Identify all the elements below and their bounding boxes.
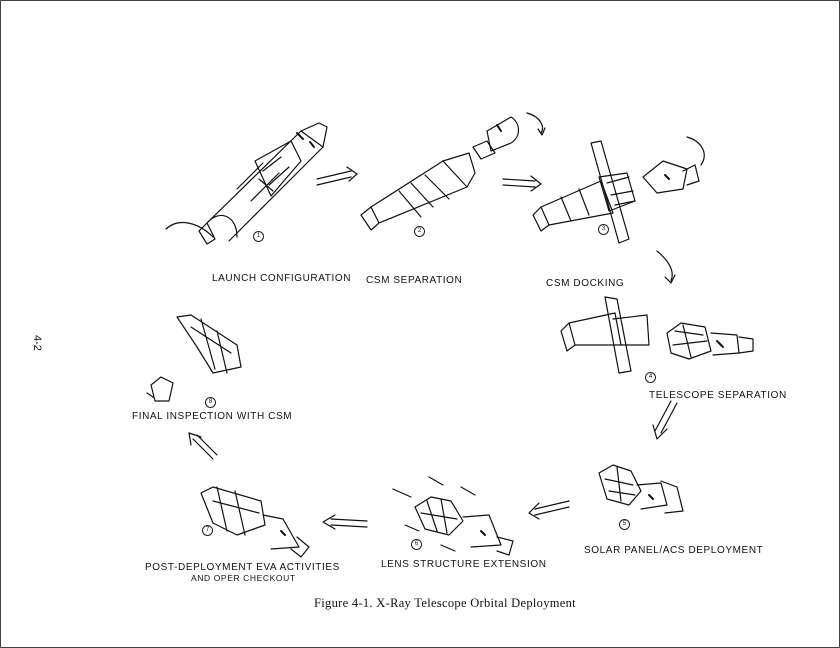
- step-label-lens-structure-extension: LENS STRUCTURE EXTENSION: [381, 559, 547, 570]
- step-number: 4: [645, 372, 656, 383]
- step-number: 1: [253, 231, 264, 242]
- launch-configuration-drawing: [166, 123, 327, 244]
- final-inspection-drawing: [147, 315, 241, 401]
- step-label-launch-configuration: LAUNCH CONFIGURATION: [212, 273, 351, 284]
- step-number: 7: [202, 525, 213, 536]
- page-number: 4-2: [31, 335, 43, 351]
- step-label-oper-checkout: AND OPER CHECKOUT: [191, 573, 296, 583]
- figure-caption: Figure 4-1. X-Ray Telescope Orbital Depl…: [314, 596, 576, 611]
- telescope-separation-drawing: [561, 297, 753, 373]
- step-label-solar-panel-deployment: SOLAR PANEL/ACS DEPLOYMENT: [584, 545, 763, 556]
- step-label-telescope-separation: TELESCOPE SEPARATION: [649, 390, 787, 401]
- solar-panel-deployment-drawing: [599, 465, 683, 513]
- step-number: 5: [619, 519, 630, 530]
- step-label-final-inspection: FINAL INSPECTION WITH CSM: [132, 411, 292, 422]
- step-number: 2: [414, 226, 425, 237]
- step-label-csm-separation: CSM SEPARATION: [366, 275, 462, 286]
- step-number: 3: [598, 224, 609, 235]
- transition-arrows: [189, 167, 677, 529]
- post-deployment-eva-drawing: [201, 487, 309, 557]
- csm-separation-drawing: [361, 113, 545, 230]
- step-label-csm-docking: CSM DOCKING: [546, 278, 624, 289]
- step-number: 8: [205, 397, 216, 408]
- step-label-post-deployment-eva: POST-DEPLOYMENT EVA ACTIVITIES: [145, 562, 340, 573]
- csm-docking-drawing: [533, 137, 704, 243]
- step-number: 6: [411, 539, 422, 550]
